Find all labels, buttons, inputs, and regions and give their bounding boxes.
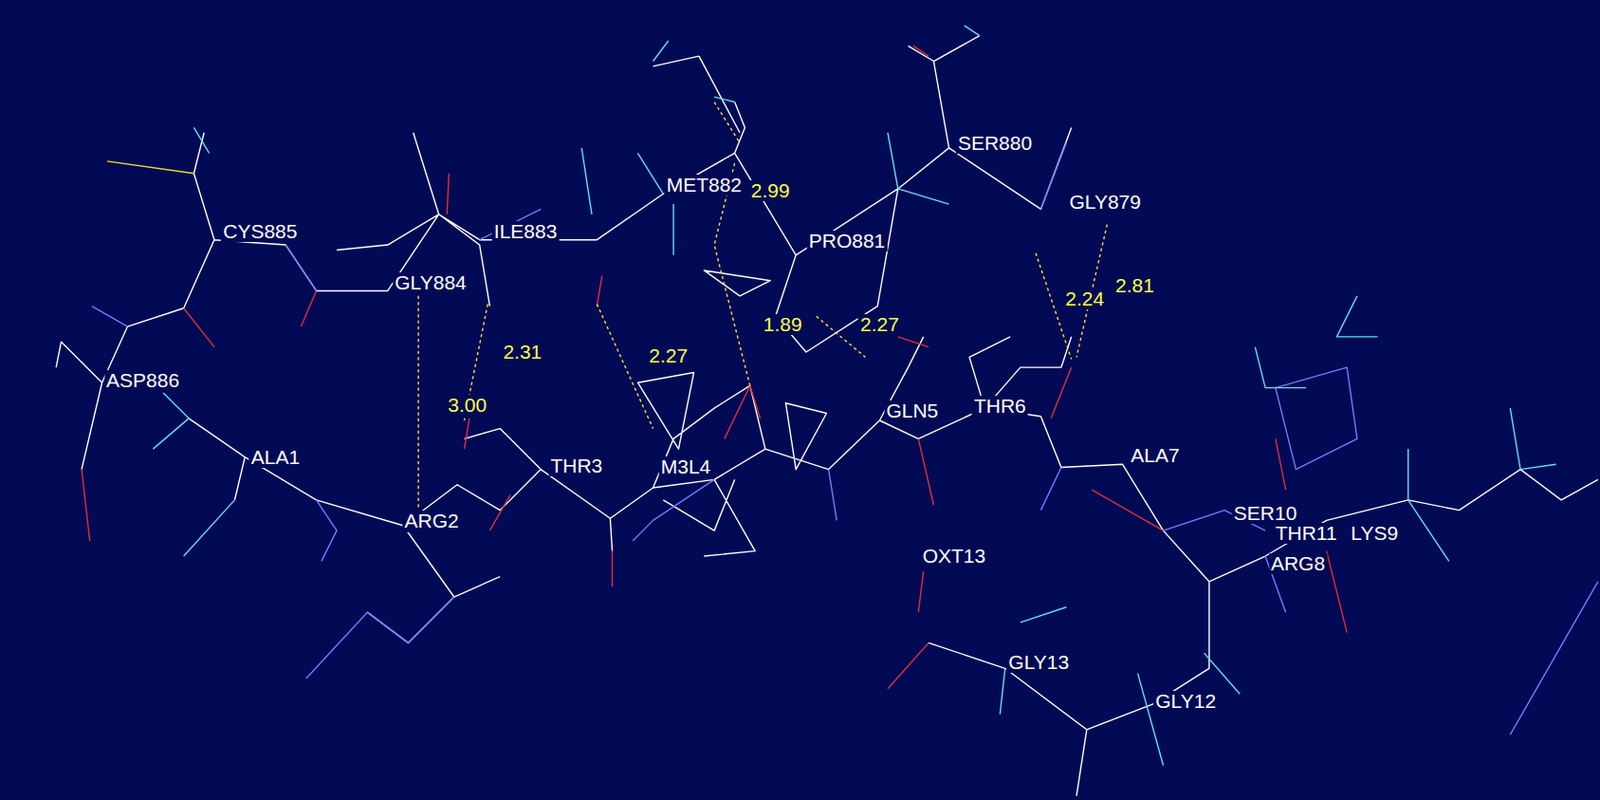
residue-label: GLY13 <box>1006 651 1071 673</box>
residue-label: ASP886 <box>104 369 182 391</box>
residue-label: THR11 <box>1273 522 1340 544</box>
residue-label: ALA7 <box>1128 444 1181 466</box>
distance-label: 2.99 <box>749 180 792 202</box>
distance-label: 2.81 <box>1113 275 1157 296</box>
sulfur-bond <box>107 161 194 174</box>
oxygen-bonds <box>81 45 1347 688</box>
carbon-bonds <box>55 36 1599 796</box>
distance-label: 2.31 <box>500 341 544 363</box>
distance-label: 2.27 <box>646 345 690 367</box>
residue-label: GLN5 <box>883 400 940 422</box>
residue-label: OXT13 <box>920 545 989 567</box>
distance-label: 2.24 <box>1063 288 1106 310</box>
distance-label: 2.27 <box>858 313 902 335</box>
residue-label: ARG2 <box>403 510 461 532</box>
hbond-dashes <box>418 102 1107 511</box>
residue-label: SER880 <box>956 132 1034 154</box>
residue-label: GLY884 <box>392 272 469 294</box>
residue-label: MET882 <box>664 174 744 196</box>
residue-label: LYS9 <box>1348 522 1400 544</box>
residue-label: GLY12 <box>1153 690 1218 712</box>
residue-label: THR3 <box>548 455 605 477</box>
residue-label: ARG8 <box>1268 552 1327 574</box>
residue-label: PRO881 <box>807 230 888 252</box>
residue-label: M3L4 <box>659 456 714 478</box>
nitrogen-bonds <box>91 143 1599 736</box>
hydrogen-bonds <box>152 25 1556 766</box>
residue-label: ILE883 <box>492 220 560 242</box>
distance-label: 1.89 <box>761 313 805 335</box>
residue-label: CYS885 <box>220 220 299 242</box>
residue-label: THR6 <box>972 395 1029 417</box>
residue-label: ALA1 <box>249 446 302 468</box>
residue-label: SER10 <box>1232 502 1300 524</box>
distance-label: 3.00 <box>445 394 489 416</box>
residue-label: GLY879 <box>1066 191 1143 213</box>
